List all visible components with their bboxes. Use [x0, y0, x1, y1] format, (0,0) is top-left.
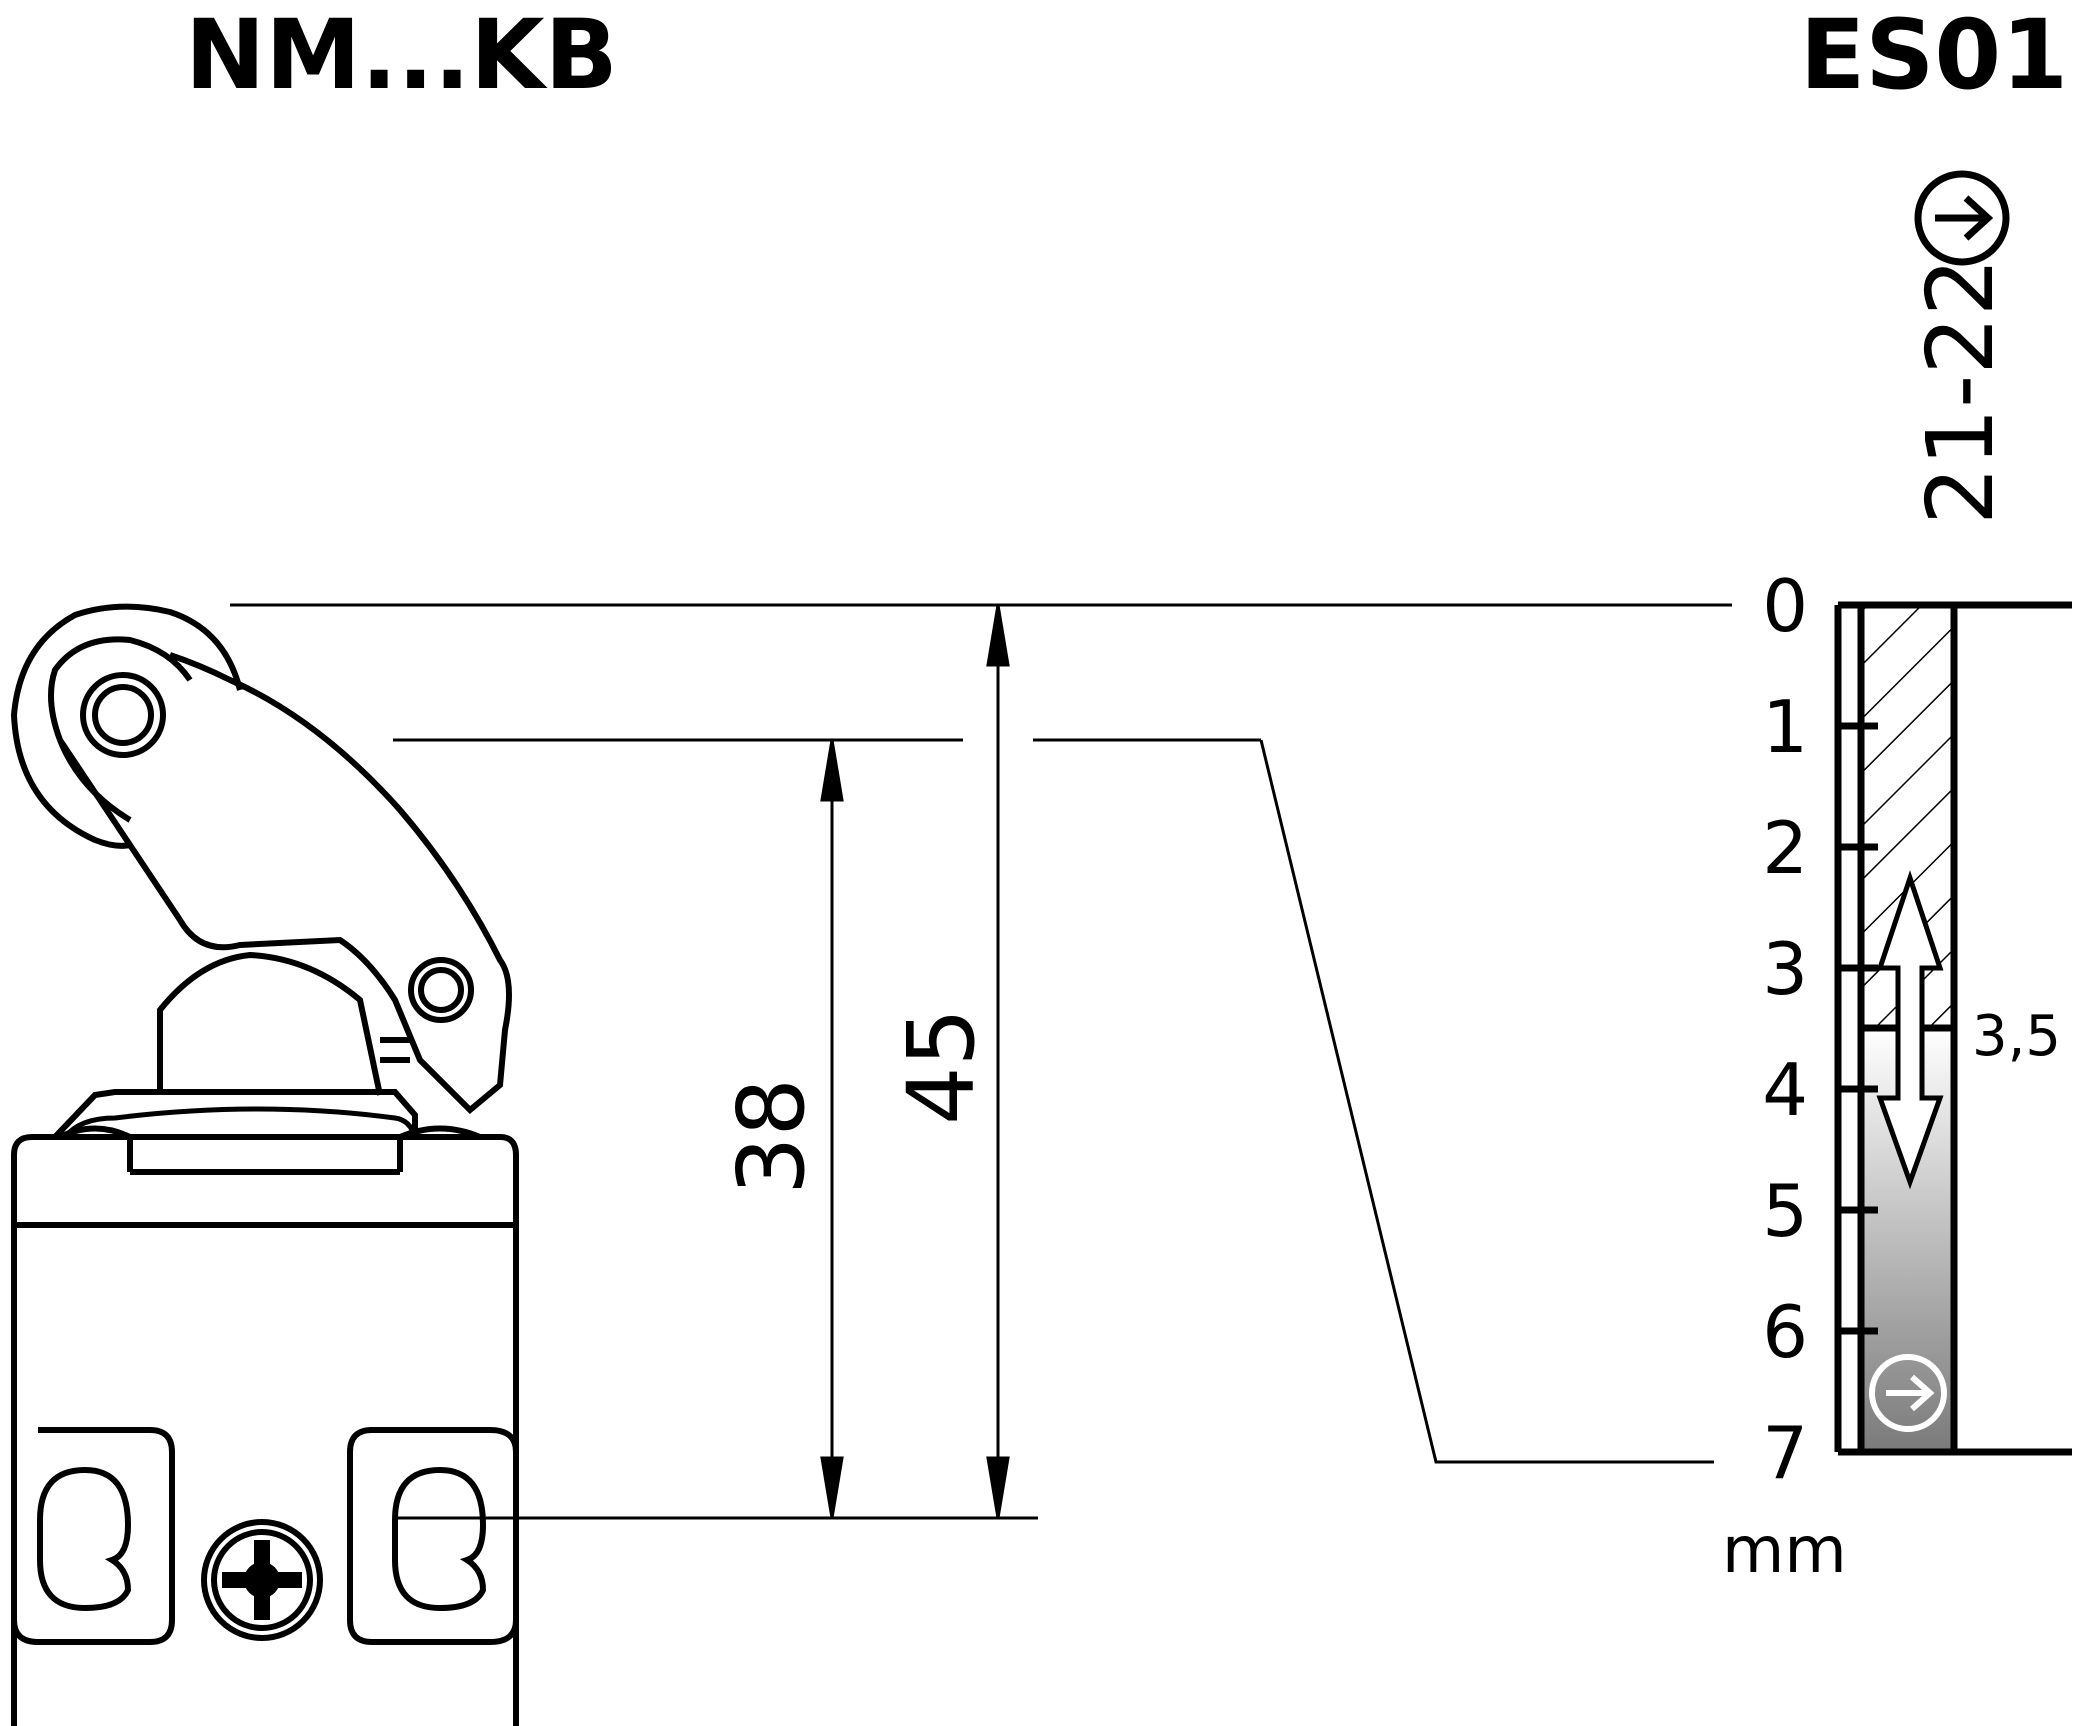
positive-opening-top-icon: [1914, 170, 2010, 266]
title-left: NM...KB: [185, 0, 618, 111]
scale-label-7: 7: [1762, 1411, 1808, 1495]
marker-value: 3,5: [1972, 1004, 2061, 1069]
dimension-lines: [230, 603, 1732, 1520]
title-right: ES01: [1800, 0, 2068, 111]
scale-label-1: 1: [1762, 685, 1808, 769]
screw-head-icon: [222, 1540, 302, 1620]
scale-label-0: 0: [1762, 564, 1808, 648]
scale-label-3: 3: [1762, 927, 1808, 1011]
dimension-total: 45: [888, 1008, 995, 1125]
scale-label-6: 6: [1762, 1290, 1808, 1374]
scale-label-2: 2: [1762, 806, 1808, 890]
positive-opening-bottom-icon: [1869, 1354, 1947, 1432]
scale-unit: mm: [1722, 1514, 1847, 1588]
contact-label: 21-22: [1907, 258, 2014, 525]
travel-arrow-icon: [1876, 870, 1944, 1190]
switch-body: [10, 603, 519, 1726]
scale-label-5: 5: [1762, 1169, 1808, 1253]
dimension-partial: 38: [718, 1078, 825, 1195]
scale-label-4: 4: [1762, 1048, 1808, 1132]
